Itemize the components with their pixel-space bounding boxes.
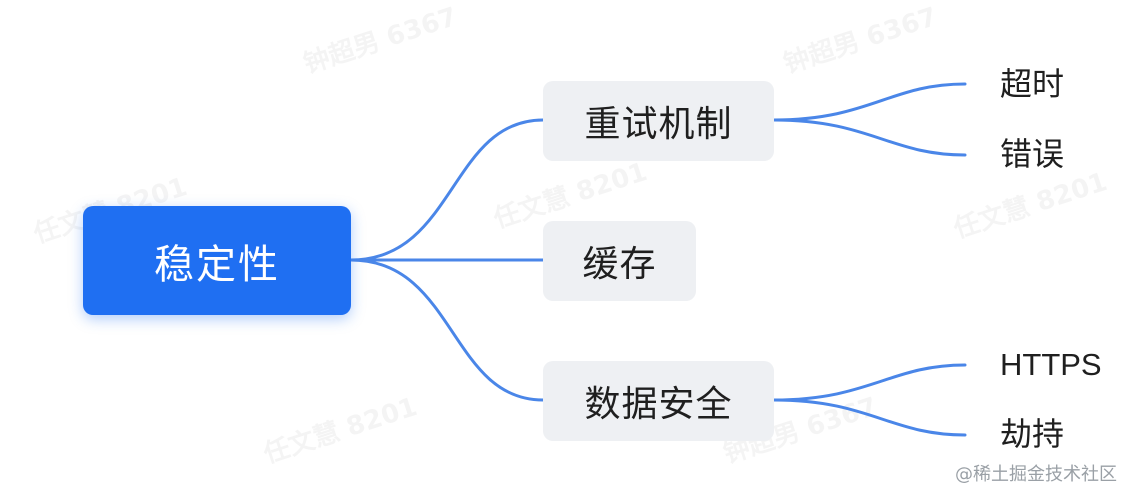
root-node[interactable]: 稳定性 (83, 206, 351, 315)
branch-node-label: 缓存 (582, 244, 657, 285)
branch-node-label: 数据安全 (584, 384, 733, 425)
branch-node-label: 重试机制 (584, 104, 733, 145)
edge-security-to-https (772, 363, 967, 402)
branch-node-security[interactable]: 数据安全 (543, 361, 774, 441)
edge-retry-to-error (772, 118, 967, 157)
leaf-node-error[interactable]: 错误 (1000, 135, 1065, 173)
root-node-label: 稳定性 (154, 241, 280, 288)
leaf-node-hijack[interactable]: 劫持 (1000, 415, 1065, 453)
leaf-node-https[interactable]: HTTPS (1000, 347, 1102, 382)
leaf-node-timeout[interactable]: 超时 (1000, 65, 1065, 103)
edge-root-to-security (349, 258, 545, 402)
edge-retry-to-timeout (772, 82, 967, 122)
edge-security-to-hijack (772, 398, 967, 437)
branch-node-retry[interactable]: 重试机制 (543, 81, 774, 161)
edge-root-to-retry (349, 118, 545, 262)
footer-credit: @稀土掘金技术社区 (955, 464, 1117, 485)
branch-node-cache[interactable]: 缓存 (543, 221, 696, 301)
